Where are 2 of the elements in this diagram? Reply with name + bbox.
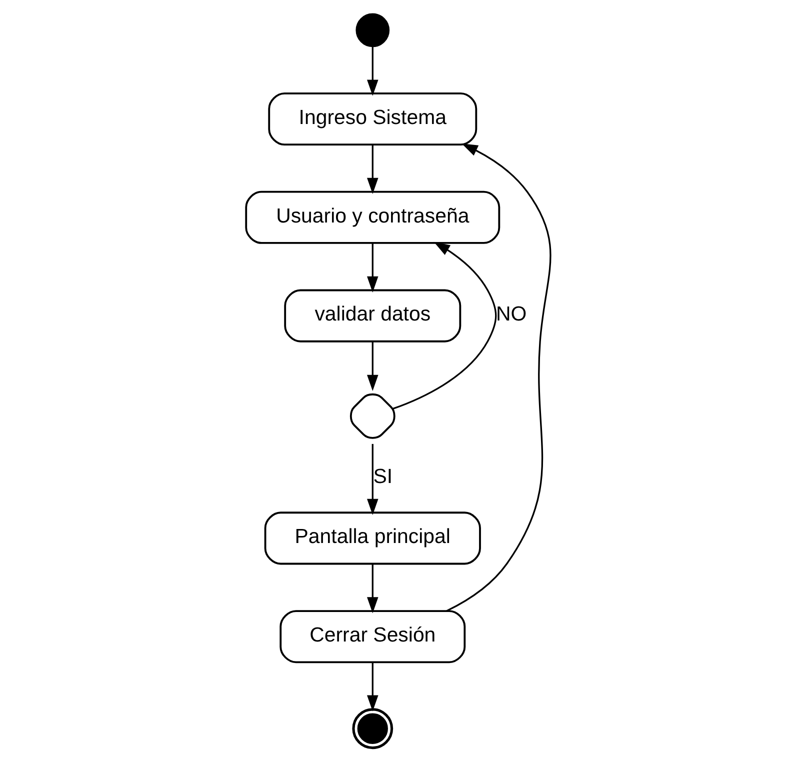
edge-label: SI [373,464,393,488]
edge-label: NO [496,302,527,326]
